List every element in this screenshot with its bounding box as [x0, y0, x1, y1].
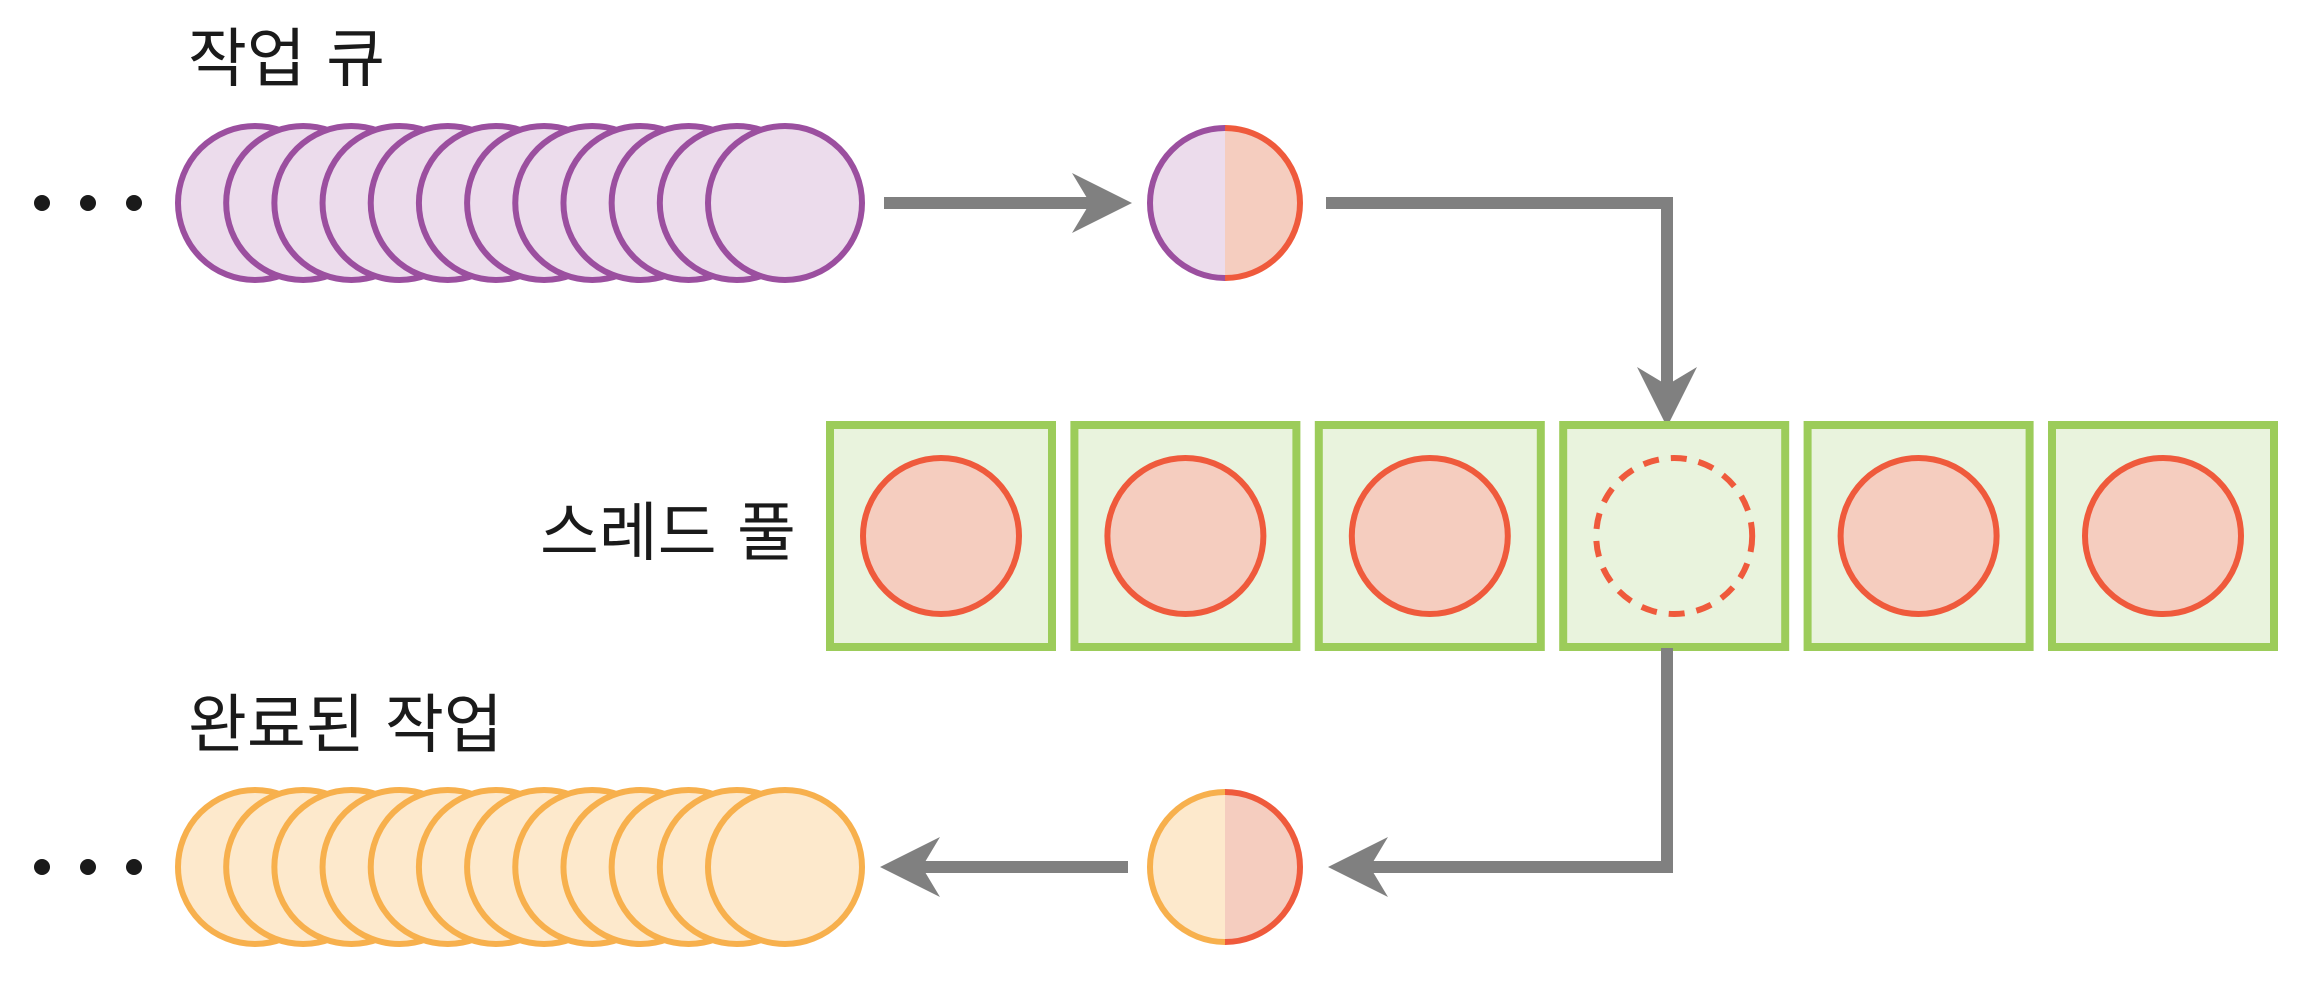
busy-thread	[1104, 455, 1267, 617]
thread-slot	[1070, 421, 1301, 651]
completed-tasks-label: 완료된 작업	[188, 689, 503, 763]
thread-slot	[826, 421, 1056, 651]
dispatched-task	[1147, 125, 1303, 281]
busy-thread	[1348, 455, 1511, 617]
ellipsis-dot	[126, 859, 142, 875]
completed-task-item	[705, 787, 865, 947]
thread-pool-label: 스레드 풀	[540, 497, 796, 571]
task-to-pool-arrow	[1326, 197, 1697, 427]
task-queue-label: 작업 큐	[188, 23, 385, 97]
task-queue-stack	[175, 123, 865, 283]
completed-tasks-stack	[175, 787, 865, 947]
busy-thread	[2082, 455, 2244, 617]
completed-ellipsis	[34, 859, 142, 875]
queue-ellipsis	[34, 195, 142, 211]
ellipsis-dot	[80, 195, 96, 211]
queued-task	[705, 123, 865, 283]
ellipsis-dot	[80, 859, 96, 875]
pool-to-done-arrow	[1328, 648, 1673, 897]
idle-thread	[1593, 455, 1756, 617]
busy-thread	[860, 455, 1022, 617]
ellipsis-dot	[34, 859, 50, 875]
thread-pool	[826, 421, 2278, 651]
thread-slot	[1803, 421, 2034, 651]
thread-slot	[2048, 421, 2278, 651]
ellipsis-dot	[34, 195, 50, 211]
completed-task	[1147, 789, 1303, 945]
busy-thread	[1837, 455, 2000, 617]
thread-slot	[1559, 421, 1790, 651]
thread-slot	[1314, 421, 1545, 651]
ellipsis-dot	[126, 195, 142, 211]
